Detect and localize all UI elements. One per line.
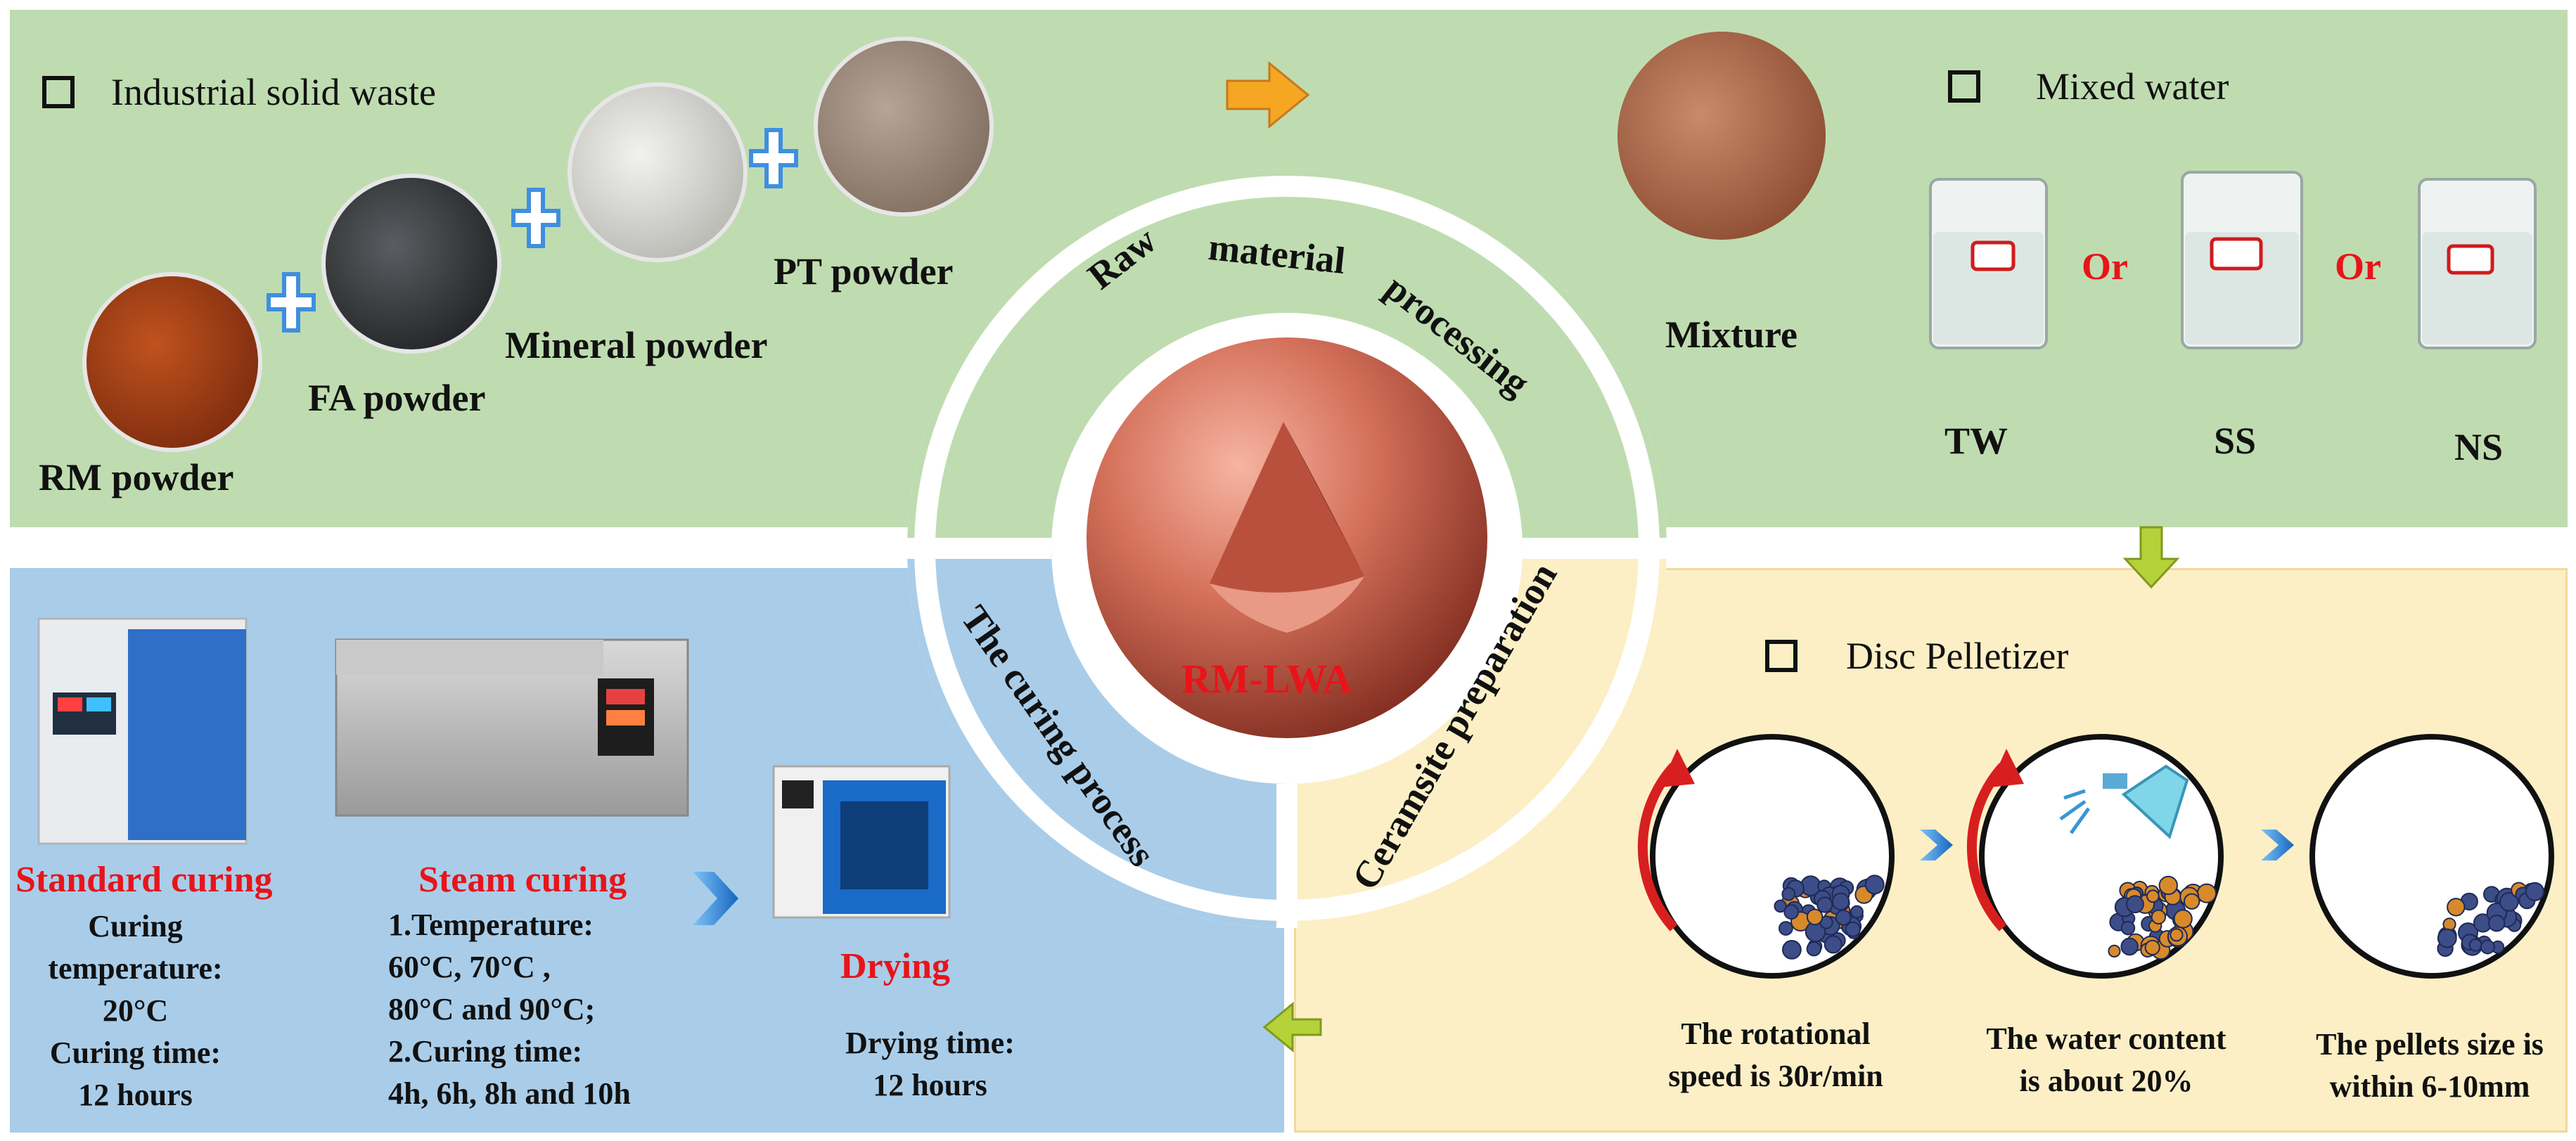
mixture-label: Mixture (1665, 314, 1798, 356)
rm-powder-label: RM powder (39, 456, 234, 498)
pellet (1835, 909, 1852, 926)
pellet (2126, 895, 2144, 914)
fa-powder-label: FA powder (308, 377, 486, 419)
step1-caption-line2: speed is 30r/min (1668, 1059, 1883, 1093)
mineral-powder-label: Mineral powder (505, 324, 768, 366)
disc-3 (2309, 734, 2554, 979)
steam-curing-box-image (335, 638, 689, 817)
standard-curing-line: 20°C (102, 993, 169, 1028)
pellets (1774, 875, 2545, 960)
process-arrow-right (1226, 60, 1310, 129)
steam-curing-line: 4h, 6h, 8h and 10h (388, 1076, 631, 1111)
step2-caption-line1: The water content (1986, 1021, 2226, 1056)
pellet (1782, 940, 1802, 960)
pellet (1845, 921, 1861, 937)
pellet (2480, 939, 2495, 955)
pellet (2108, 944, 2121, 958)
standard-curing-line: 12 hours (78, 1078, 193, 1112)
chevron-icon (2261, 830, 2294, 860)
pellet (1806, 941, 1822, 957)
step3-caption-line2: within 6-10mm (2329, 1069, 2530, 1104)
drying-oven-image (772, 765, 951, 919)
or-label: Or (2335, 245, 2381, 288)
mixture-image (1617, 32, 1826, 240)
standard-curing-line: Curing (88, 909, 183, 943)
process-arrow-left (1262, 1001, 1322, 1053)
pellet (2499, 891, 2519, 912)
mineral-powder-image (568, 82, 748, 262)
beaker-ns (2418, 178, 2537, 349)
pellet (2447, 898, 2466, 917)
fa-powder-image (321, 174, 501, 354)
mixed-water-label: Mixed water (2036, 65, 2229, 108)
pellet (2120, 937, 2139, 956)
pellet (1816, 896, 1833, 913)
pt-powder-image (814, 37, 994, 217)
drying-line: Drying time: (845, 1026, 1015, 1060)
standard-curing-line: temperature: (48, 951, 223, 986)
pellet (2196, 883, 2217, 903)
pellet (1850, 905, 1864, 919)
product-label: RM-LWA (1181, 656, 1352, 702)
pellet (2120, 921, 2136, 936)
pellet (2170, 928, 2184, 942)
pellet (2437, 928, 2457, 948)
pellet (2525, 882, 2545, 901)
drying-line: 12 hours (873, 1068, 987, 1102)
pellet (2151, 909, 2167, 925)
pellet (1824, 935, 1843, 954)
standard-curing-title: Standard curing (15, 860, 273, 900)
pellet (1781, 887, 1796, 901)
tw-label: TW (1944, 420, 2008, 462)
drying-title: Drying (840, 946, 950, 986)
rm-powder-image (82, 272, 262, 452)
beaker-ss (2181, 171, 2303, 349)
industrial-solid-waste-label: Industrial solid waste (111, 71, 436, 113)
step2-caption-line2: is about 20% (2019, 1064, 2193, 1098)
disc-pelletizer-label: Disc Pelletizer (1846, 635, 2069, 677)
pt-powder-label: PT powder (774, 250, 954, 292)
beaker-tw (1929, 178, 2048, 349)
mixed-water-checkbox[interactable] (1948, 70, 1980, 103)
pellet (1783, 904, 1800, 920)
chevron-icon (1920, 830, 1953, 860)
pellet (1831, 892, 1850, 911)
pellet (2442, 917, 2456, 932)
chevron-icon (693, 872, 738, 925)
steam-curing-line: 1.Temperature: (388, 908, 594, 942)
pellet (1774, 899, 1787, 913)
industrial-solid-waste-checkbox[interactable] (42, 76, 75, 108)
step3-caption-line1: The pellets size is (2316, 1027, 2544, 1062)
pellet (1806, 908, 1824, 926)
disc-1 (1637, 734, 1895, 979)
standard-curing-box-image (37, 617, 248, 845)
pellet (2146, 889, 2160, 903)
disc-pelletizer-checkbox[interactable] (1765, 640, 1798, 672)
pellet (2184, 893, 2200, 910)
pellet (2144, 939, 2160, 955)
pellet (1779, 921, 1793, 936)
standard-curing-line: Curing time: (49, 1036, 222, 1070)
process-arrow-down (2122, 526, 2180, 589)
pellet (2488, 915, 2506, 932)
pellet (2158, 875, 2179, 896)
pellet (2468, 938, 2482, 952)
steam-curing-line: 60°C, 70°C , (388, 950, 551, 984)
ns-label: NS (2454, 426, 2504, 468)
pellet (2173, 909, 2193, 929)
or-label: Or (2082, 245, 2128, 288)
plus-icons (267, 128, 798, 333)
pellet (1864, 875, 1885, 895)
ss-label: SS (2214, 420, 2257, 462)
rm-lwa-sphere (1087, 337, 1487, 738)
steam-curing-title: Steam curing (418, 860, 627, 900)
step1-caption-line1: The rotational (1681, 1017, 1871, 1051)
steam-curing-line: 2.Curing time: (388, 1034, 583, 1069)
steam-curing-line: 80°C and 90°C; (388, 992, 596, 1026)
